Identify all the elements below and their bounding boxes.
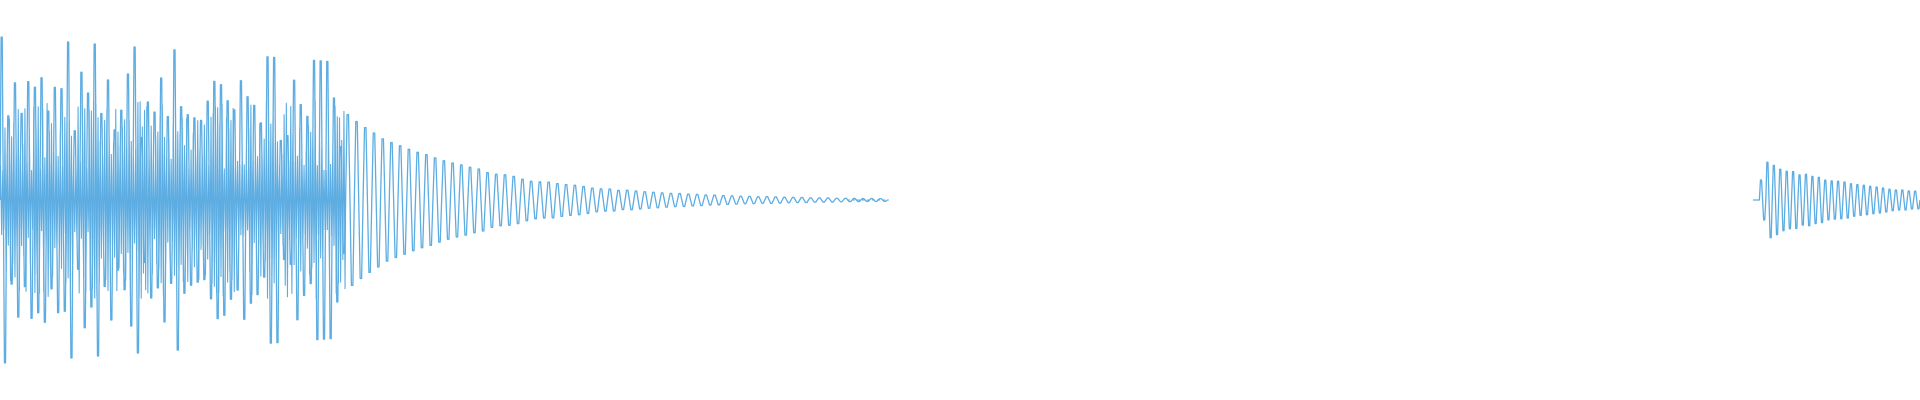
waveform-segment-1-texture xyxy=(0,101,347,299)
waveform-segment-3 xyxy=(1752,161,1920,239)
waveform-trace xyxy=(0,36,1920,364)
waveform-segment-2 xyxy=(344,113,888,287)
